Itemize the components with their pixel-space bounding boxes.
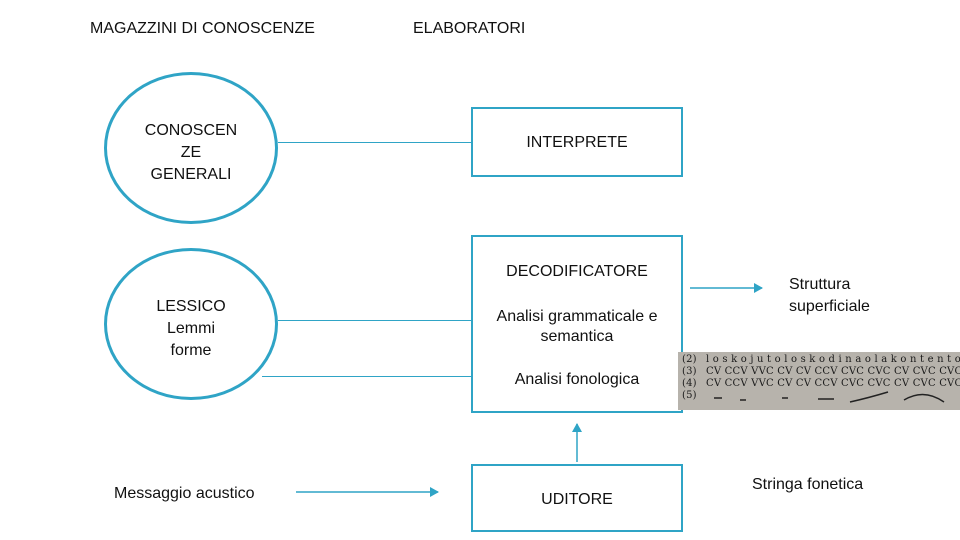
phonetic-row-syllables-2: CV CCV VVC CV CV CCV CVC CVC CV CVC CVC … bbox=[706, 378, 960, 389]
surface-structure-label-1: Struttura bbox=[789, 276, 851, 293]
intonation-marks bbox=[714, 391, 945, 403]
decoder-box: DECODIFICATORE Analisi grammaticale e se… bbox=[471, 235, 683, 413]
interpreter-label: INTERPRETE bbox=[526, 134, 628, 151]
row-number-5: (5) bbox=[682, 390, 697, 401]
lexicon-circle: LESSICO Lemmi forme bbox=[104, 248, 278, 400]
phonetic-string-label: Stringa fonetica bbox=[752, 476, 864, 493]
phonological-analysis-label: Analisi fonologica bbox=[514, 371, 640, 388]
general-knowledge-label-2: ZE bbox=[180, 144, 202, 161]
listener-label: UDITORE bbox=[541, 491, 613, 508]
listener-box: UDITORE bbox=[471, 464, 683, 532]
interpreter-box: INTERPRETE bbox=[471, 107, 683, 177]
lexicon-to-phonology-line bbox=[262, 376, 471, 377]
row-number-4: (4) bbox=[682, 378, 697, 389]
acoustic-message-label: Messaggio acustico bbox=[114, 485, 255, 502]
stores-header: MAGAZZINI DI CONOSCENZE bbox=[90, 20, 315, 37]
surface-structure-label-2: superficiale bbox=[789, 298, 870, 315]
general-knowledge-label-3: GENERALI bbox=[150, 166, 232, 183]
decoder-title: DECODIFICATORE bbox=[506, 263, 648, 280]
row-number-2: (2) bbox=[682, 354, 697, 365]
general-to-interpreter-line bbox=[278, 142, 471, 143]
phonetic-row-letters: l o s k o j u t o l o s k o d i n a o l … bbox=[706, 354, 960, 365]
lexicon-label-2: Lemmi bbox=[166, 320, 215, 337]
grammatical-analysis-label-2: semantica bbox=[540, 328, 614, 345]
processors-header: ELABORATORI bbox=[413, 20, 526, 37]
grammatical-analysis-label-1: Analisi grammaticale e bbox=[496, 308, 658, 325]
row-number-3: (3) bbox=[682, 366, 697, 377]
lexicon-to-decoder-line bbox=[278, 320, 471, 321]
phonetic-row-syllables-1: CV CCV VVC CV CV CCV CVC CVC CV CVC CVC … bbox=[706, 366, 960, 377]
lexicon-label-3: forme bbox=[170, 342, 212, 359]
general-knowledge-label-1: CONOSCEN bbox=[144, 122, 238, 139]
lexicon-label-1: LESSICO bbox=[156, 298, 226, 315]
phonetic-transcription-image: (2) (3) (4) (5) l o s k o j u t o l o s … bbox=[678, 352, 960, 410]
general-knowledge-circle: CONOSCEN ZE GENERALI bbox=[104, 72, 278, 224]
